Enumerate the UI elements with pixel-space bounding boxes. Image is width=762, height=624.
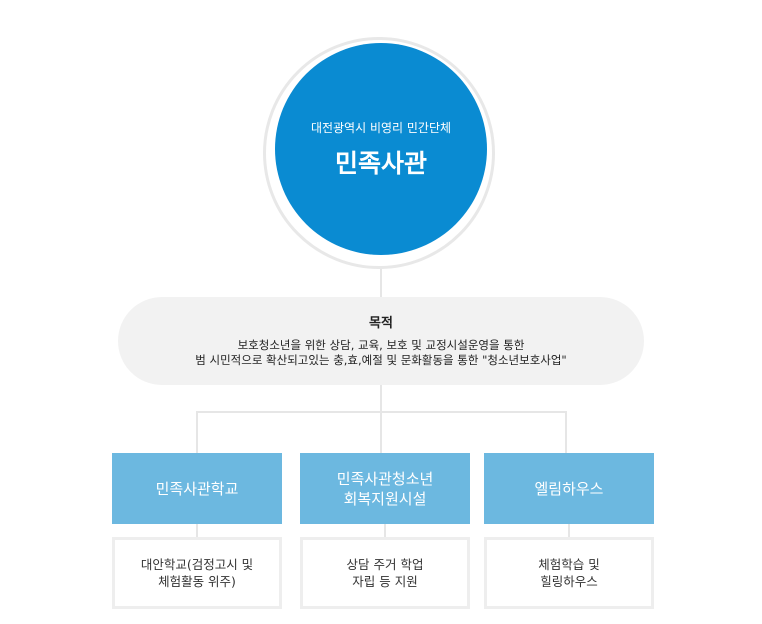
detail-line-1: 상담 주거 학업: [346, 557, 424, 572]
connector-detail-2: [384, 524, 386, 537]
connector-center-to-purpose: [380, 266, 382, 297]
connector-org-1: [196, 411, 198, 453]
connector-detail-3: [568, 524, 570, 537]
org-name: 엘림하우스: [534, 479, 604, 498]
org-name: 민족사관학교: [155, 479, 239, 498]
org-box-school: 민족사관학교: [112, 453, 282, 524]
detail-box-youth-recovery: 상담 주거 학업 자립 등 지원: [300, 537, 470, 609]
center-subtitle: 대전광역시 비영리 민간단체: [310, 120, 452, 135]
detail-line-1: 대안학교(검정고시 및: [140, 557, 254, 572]
org-box-youth-recovery: 민족사관청소년 회복지원시설: [300, 453, 470, 524]
purpose-description: 보호청소년을 위한 상담, 교육, 보호 및 교정시설운영을 통한 범 시민적으…: [118, 338, 644, 368]
connector-org-3: [565, 411, 567, 453]
center-circle: 대전광역시 비영리 민간단체 민족사관: [275, 43, 487, 255]
detail-line-2: 자립 등 지원: [352, 574, 418, 589]
purpose-line-1: 보호청소년을 위한 상담, 교육, 보호 및 교정시설운영을 통한: [237, 338, 525, 352]
detail-box-school: 대안학교(검정고시 및 체험활동 위주): [112, 537, 282, 609]
purpose-box: 목적 보호청소년을 위한 상담, 교육, 보호 및 교정시설운영을 통한 범 시…: [118, 297, 644, 385]
center-title: 민족사관: [334, 148, 427, 178]
org-name-line-2: 회복지원시설: [343, 489, 427, 508]
detail-line-2: 힐링하우스: [540, 574, 598, 589]
org-name-line-1: 민족사관청소년: [336, 469, 434, 488]
purpose-line-2: 범 시민적으로 확산되고있는 충,효,예절 및 문화활동을 통한 "청소년보호사…: [195, 353, 567, 367]
connector-purpose-down: [380, 385, 382, 412]
connector-detail-1: [196, 524, 198, 537]
connector-org-2: [380, 411, 382, 453]
purpose-title: 목적: [369, 316, 393, 331]
detail-line-2: 체험활동 위주): [158, 574, 236, 589]
detail-box-elim-house: 체험학습 및 힐링하우스: [484, 537, 654, 609]
org-box-elim-house: 엘림하우스: [484, 453, 654, 524]
detail-line-1: 체험학습 및: [538, 557, 600, 572]
